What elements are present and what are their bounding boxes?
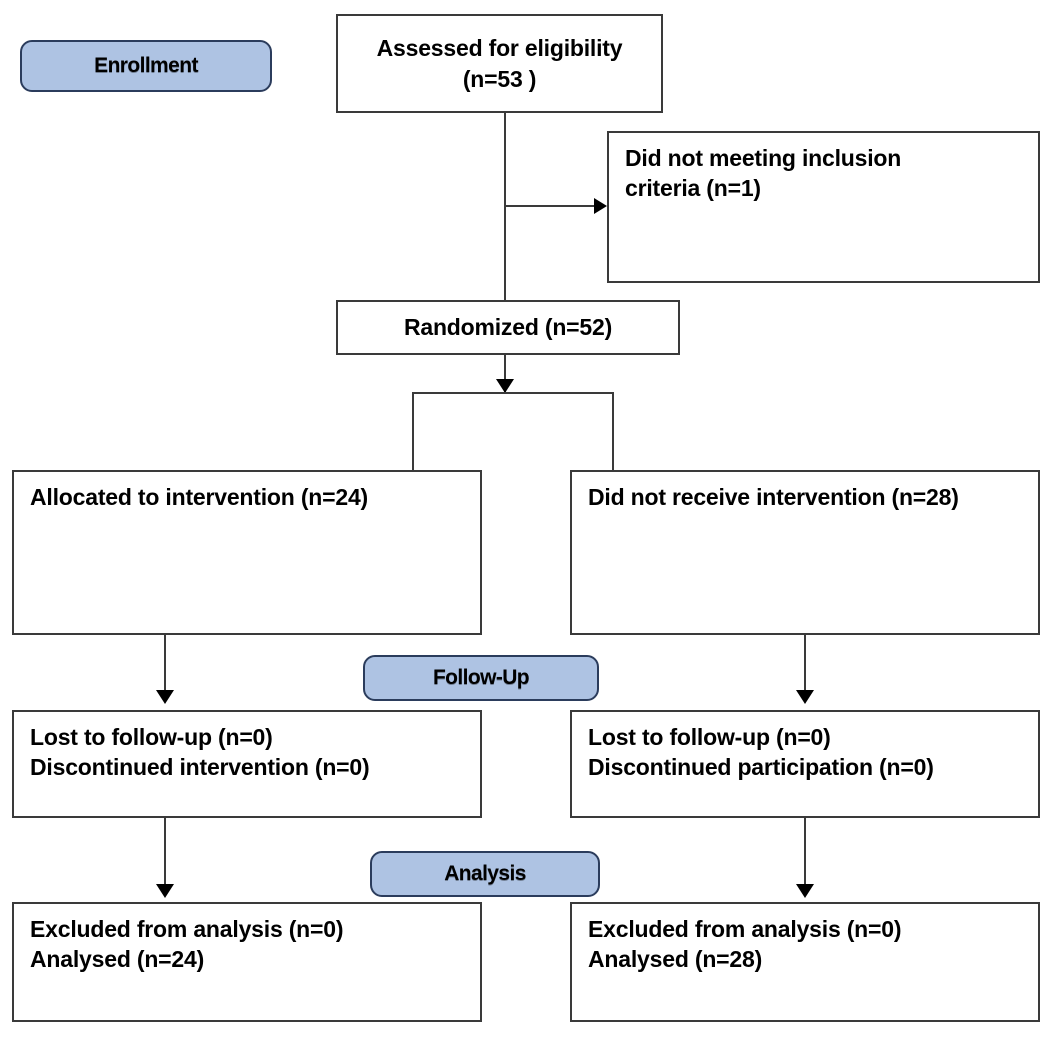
connector-randomized-down (504, 355, 506, 393)
arrow-down-icon-followup-right (796, 690, 814, 704)
stage-badge-enrollment: Enrollment (20, 40, 272, 92)
stage-badge-follow-up: Follow-Up (363, 655, 599, 701)
node-randomized: Randomized (n=52) (336, 300, 680, 355)
arrow-right-icon-exclusion (594, 198, 607, 214)
node-follow-up-left: Lost to follow-up (n=0) Discontinued int… (12, 710, 482, 818)
arrow-down-icon-analysis-right (796, 884, 814, 898)
node-did-not-meet-inclusion-criteria: Did not meeting inclusion criteria (n=1) (607, 131, 1040, 283)
node-follow-up-right: Lost to follow-up (n=0) Discontinued par… (570, 710, 1040, 818)
connector-followup-to-analysis-right (804, 818, 806, 888)
connector-assessed-to-exclusion (504, 205, 594, 207)
connector-split-right-drop (612, 392, 614, 471)
stage-badge-analysis: Analysis (370, 851, 600, 897)
connector-allocation-to-followup-left (164, 635, 166, 695)
node-did-not-receive-intervention: Did not receive intervention (n=28) (570, 470, 1040, 635)
connector-followup-to-analysis-left (164, 818, 166, 888)
node-allocated-to-intervention: Allocated to intervention (n=24) (12, 470, 482, 635)
arrow-down-icon-randomized (496, 379, 514, 393)
node-analysis-right: Excluded from analysis (n=0) Analysed (n… (570, 902, 1040, 1022)
connector-allocation-to-followup-right (804, 635, 806, 695)
arrow-down-icon-analysis-left (156, 884, 174, 898)
node-analysis-left: Excluded from analysis (n=0) Analysed (n… (12, 902, 482, 1022)
connector-allocation-split-bar (412, 392, 614, 394)
node-assessed-for-eligibility: Assessed for eligibility (n=53 ) (336, 14, 663, 113)
arrow-down-icon-followup-left (156, 690, 174, 704)
connector-split-left-drop (412, 392, 414, 471)
